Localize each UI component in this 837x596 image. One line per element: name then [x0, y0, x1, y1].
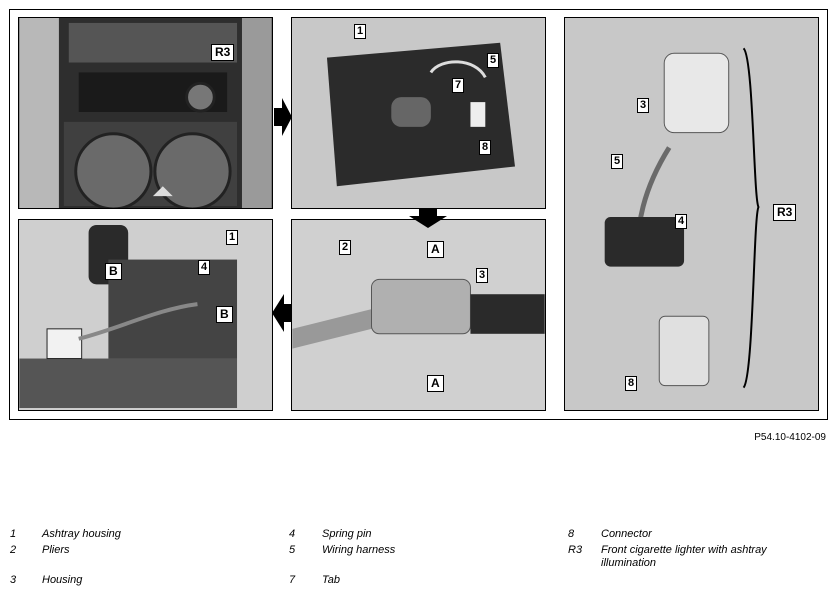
legend-num: 4 [289, 528, 296, 540]
legend-num: R3 [568, 544, 583, 556]
panel-pliers: 2 3 A A [291, 219, 546, 411]
pliers-illustration [292, 220, 545, 410]
label-r3-top-left: R3 [211, 44, 235, 61]
label-a-bottom: A [427, 375, 444, 392]
label-7-top-middle: 7 [452, 78, 465, 93]
legend-num: 5 [289, 544, 296, 556]
legend-num: 2 [10, 544, 17, 556]
legend-text: Front cigarette lighter with ashtray ill… [601, 544, 767, 569]
panel-console-photo: R3 [18, 17, 273, 209]
label-3-right: 3 [637, 98, 650, 113]
label-8-top-middle: 8 [479, 140, 492, 155]
label-r3-right: R3 [773, 204, 797, 221]
panel-ashtray-housing: 1 5 7 8 [291, 17, 546, 209]
arrow-right-icon [274, 98, 292, 136]
console-illustration [19, 18, 272, 208]
label-5-right: 5 [611, 154, 624, 169]
legend-num: 7 [289, 574, 296, 586]
legend-text: Tab [322, 574, 340, 586]
label-2-bottom-middle: 2 [339, 240, 352, 255]
label-1-top-middle: 1 [354, 24, 367, 39]
figure-code: P54.10-4102-09 [754, 432, 826, 443]
legend-num: 3 [10, 574, 17, 586]
legend-num: 8 [568, 528, 575, 540]
legend-text: Housing [42, 574, 83, 586]
label-a-top: A [427, 241, 444, 258]
legend-num: 1 [10, 528, 17, 540]
label-4-right: 4 [675, 214, 688, 229]
label-5-top-middle: 5 [487, 53, 500, 68]
label-b-left: B [105, 263, 122, 280]
ashtray-housing-illustration [326, 42, 515, 187]
label-3-bottom-middle: 3 [476, 268, 489, 283]
arrow-left-icon [272, 294, 292, 332]
label-8-right: 8 [625, 376, 638, 391]
legend-text: Pliers [42, 544, 70, 556]
legend-text: Wiring harness [322, 544, 396, 556]
arrow-down-icon [409, 208, 447, 228]
label-b-right: B [216, 306, 233, 323]
legend-text: Ashtray housing [42, 528, 121, 540]
label-4-bottom-left: 4 [198, 260, 211, 275]
panel-housing-removal: 1 4 B B [18, 219, 273, 411]
label-1-bottom-left: 1 [226, 230, 239, 245]
legend-text: Connector [601, 528, 652, 540]
legend-text: Spring pin [322, 528, 372, 540]
panel-cigarette-lighter: 3 5 4 R3 8 [564, 17, 819, 411]
housing-removal-illustration [19, 220, 272, 410]
